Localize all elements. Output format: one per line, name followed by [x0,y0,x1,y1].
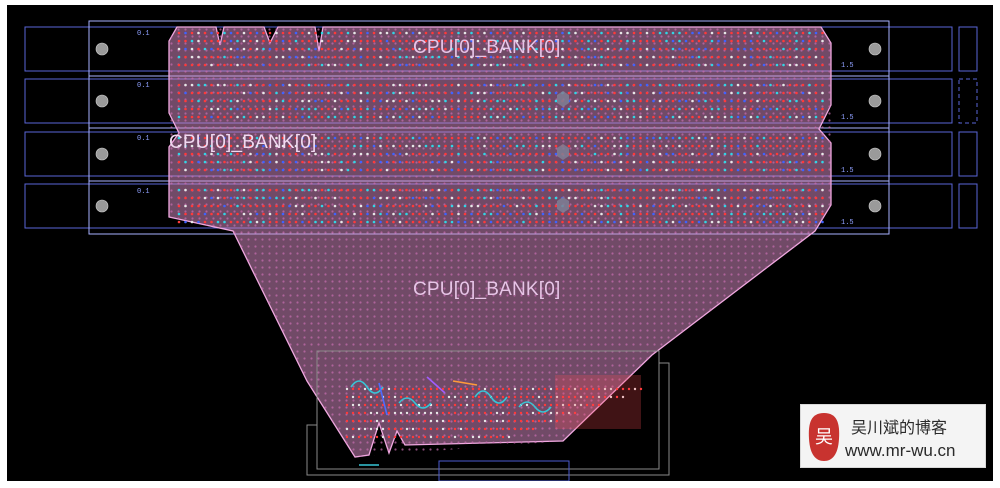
slot-end-marks: 0.1 0.1 0.1 0.1 1.5 1.5 1.5 1.5 [137,30,854,227]
mounting-holes [95,42,882,213]
component-centers [557,91,569,213]
blog-watermark: 吴 吴川斌的博客 www.mr-wu.cn [800,404,986,468]
svg-text:1.5: 1.5 [841,167,854,175]
net-label-mid: CPU[0]_BANK[0] [169,132,317,153]
svg-text:0.1: 0.1 [137,135,150,143]
logo-glyph: 吴 [815,427,833,448]
net-label-bottom: CPU[0]_BANK[0] [413,279,561,300]
via-array [177,31,824,439]
pcb-layout-canvas[interactable]: 0.1 0.1 0.1 0.1 1.5 1.5 1.5 1.5 CPU[0]_BANK[… [7,5,993,481]
pad-grid-texture [169,27,831,457]
cpu-socket-outline [306,350,670,481]
watermark-title: 吴川斌的博客 [851,418,948,437]
socket-red-fill [555,375,641,429]
svg-text:0.1: 0.1 [137,188,150,196]
pcb-board-drawing: 0.1 0.1 0.1 0.1 1.5 1.5 1.5 1.5 [24,20,978,481]
socket-routing [350,376,552,466]
blog-logo-icon: 吴 [808,413,840,461]
watermark-url: www.mr-wu.cn [845,441,956,460]
svg-text:1.5: 1.5 [841,219,854,227]
net-label-top: CPU[0]_BANK[0] [413,37,561,58]
svg-text:0.1: 0.1 [137,82,150,90]
svg-text:0.1: 0.1 [137,30,150,38]
svg-text:1.5: 1.5 [841,62,854,70]
svg-text:1.5: 1.5 [841,114,854,122]
